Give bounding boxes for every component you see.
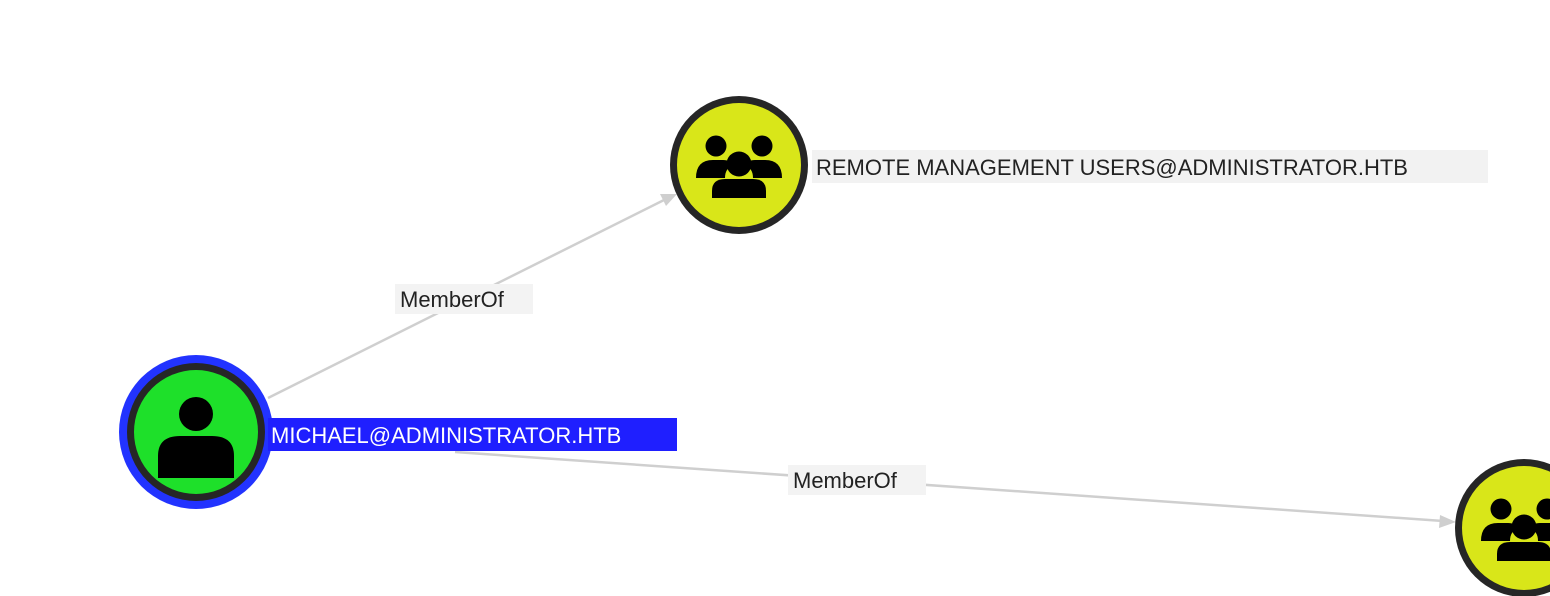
- node-label-background: [268, 418, 677, 451]
- node-label: MICHAEL@ADMINISTRATOR.HTB: [271, 423, 621, 448]
- edge-memberof-offscreen-group[interactable]: MemberOf: [454, 450, 1456, 528]
- edge-arrowhead: [1439, 515, 1456, 528]
- edge-label-background: [788, 465, 926, 495]
- node-label-background: [812, 150, 1488, 183]
- edge-label-background: [395, 284, 533, 314]
- node-user-michael[interactable]: MICHAEL@ADMINISTRATOR.HTB: [119, 355, 677, 509]
- node-group-remote-management-users[interactable]: REMOTE MANAGEMENT USERS@ADMINISTRATOR.HT…: [670, 96, 1488, 234]
- node-group-offscreen[interactable]: [1455, 459, 1550, 596]
- edge-arrowhead: [660, 194, 677, 206]
- edge-label: MemberOf: [793, 468, 898, 493]
- node-label: REMOTE MANAGEMENT USERS@ADMINISTRATOR.HT…: [816, 155, 1408, 180]
- edge-memberof-remote-management[interactable]: MemberOf: [267, 194, 677, 400]
- edge-label: MemberOf: [400, 287, 505, 312]
- edge-line: [454, 450, 1444, 523]
